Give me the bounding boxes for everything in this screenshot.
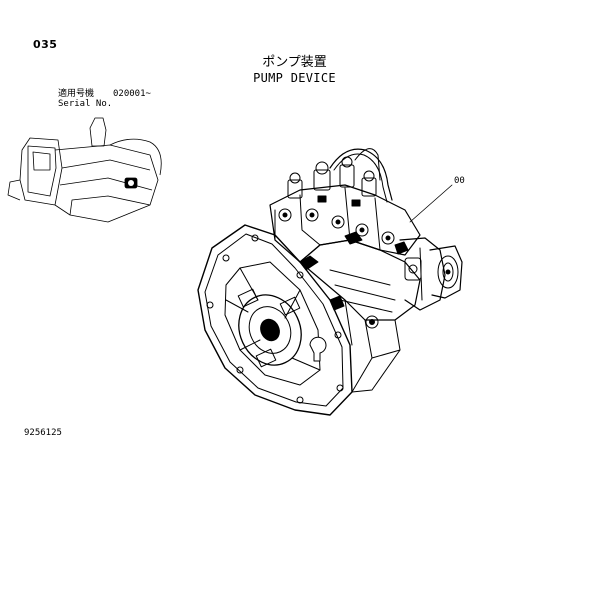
part-callout-label: 00 — [454, 176, 465, 186]
page-number: 035 — [33, 38, 58, 51]
callout-leader-line — [409, 184, 453, 223]
figure-number: 9256125 — [24, 428, 62, 438]
serial-label-jp: 適用号機 — [58, 89, 95, 99]
title-japanese: ポンプ装置 — [262, 55, 327, 70]
title-english: PUMP DEVICE — [253, 71, 336, 85]
serial-value: 020001~ — [113, 89, 151, 99]
serial-label-en: Serial No. — [58, 99, 113, 109]
